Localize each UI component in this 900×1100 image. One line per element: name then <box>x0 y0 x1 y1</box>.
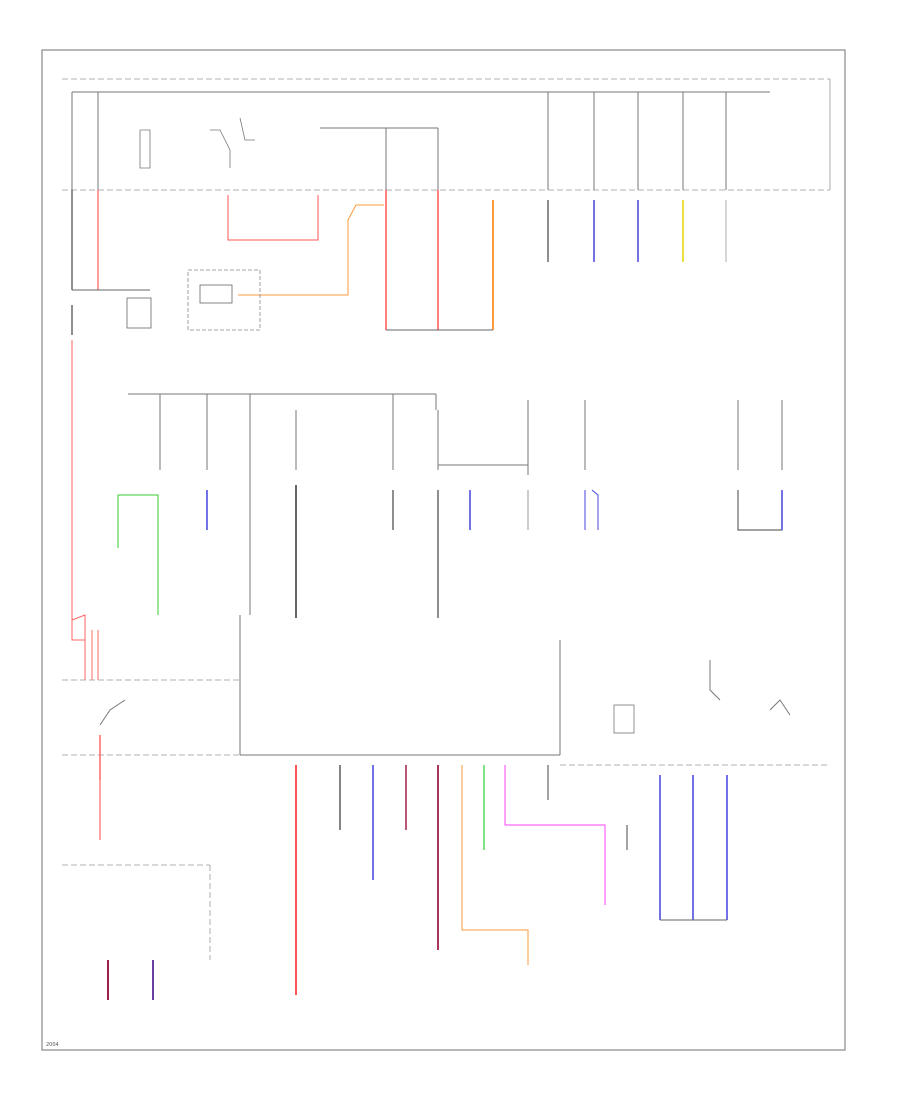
middle-wires <box>71 340 783 680</box>
footer-code: 2004 <box>46 1042 59 1048</box>
top-wires <box>71 190 727 335</box>
panel-fuse-box <box>128 393 783 475</box>
diagram-border <box>41 49 846 1051</box>
bottom-wires <box>295 765 728 995</box>
engine-fuse-box <box>62 78 831 191</box>
bottom-fuse-box <box>62 615 830 1000</box>
